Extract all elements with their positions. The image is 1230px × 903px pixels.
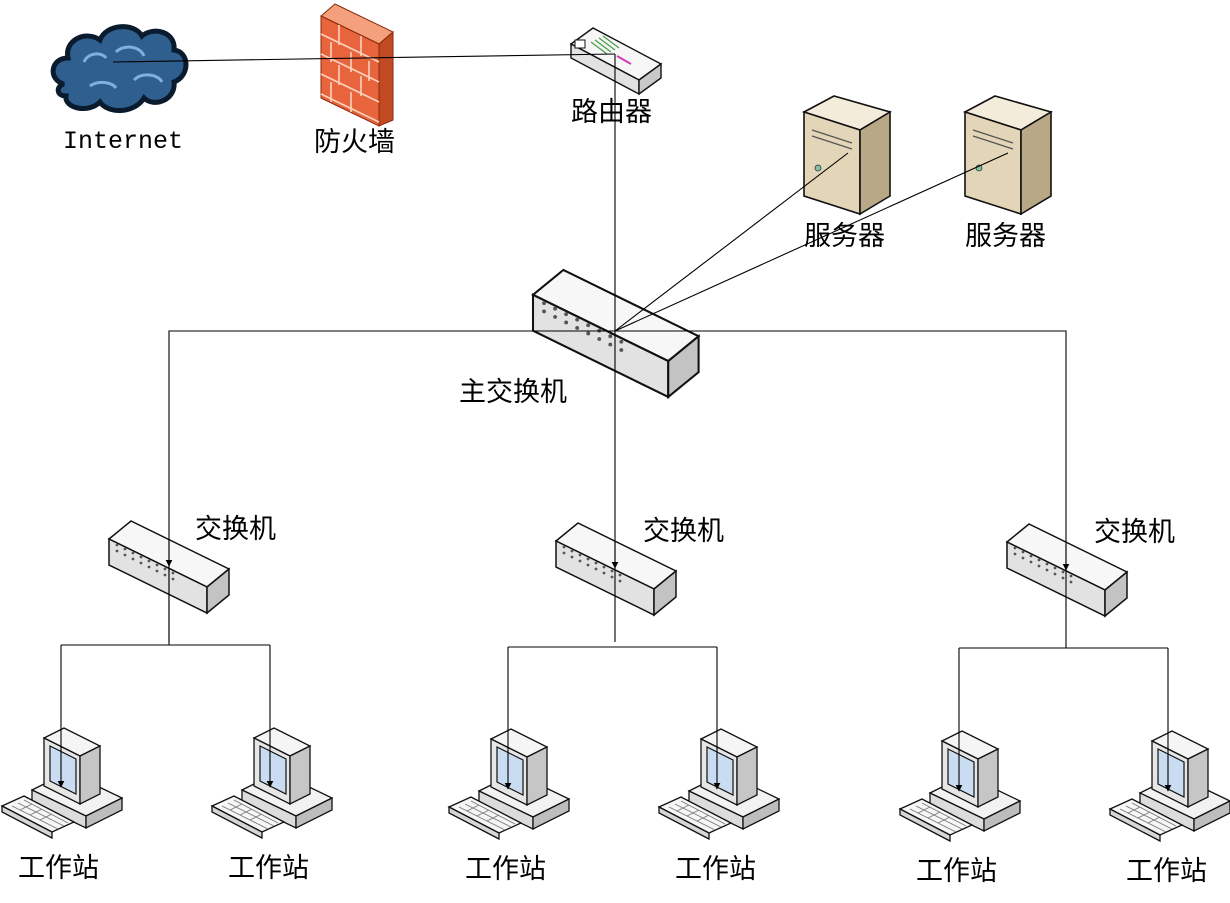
router-label: 路由器 xyxy=(571,97,652,128)
workstation-label: 工作站 xyxy=(18,853,99,884)
server-label: 服务器 xyxy=(965,221,1046,252)
workstation-icon xyxy=(448,728,570,840)
cloud-icon xyxy=(53,27,186,111)
workstation-icon xyxy=(1,727,123,839)
link-internet-router xyxy=(112,53,616,63)
server-icon xyxy=(964,95,1052,215)
workstation-icon xyxy=(1109,730,1230,842)
workstation-label: 工作站 xyxy=(1126,856,1207,887)
router-icon xyxy=(570,27,662,95)
main-distribution-bus xyxy=(168,330,1067,648)
workstation-icon xyxy=(899,730,1021,842)
firewall-label: 防火墙 xyxy=(314,127,395,158)
main-switch-label: 主交换机 xyxy=(459,377,567,408)
switch-label: 交换机 xyxy=(195,514,276,545)
connections xyxy=(57,53,1172,792)
workstation-label: 工作站 xyxy=(228,853,309,884)
link-main-switch-server-1 xyxy=(614,152,849,332)
workstation-label: 工作站 xyxy=(465,854,546,885)
workstation-icon xyxy=(211,727,333,839)
internet-label: Internet xyxy=(63,127,184,156)
switch-label: 交换机 xyxy=(643,516,724,547)
firewall-icon xyxy=(320,3,394,127)
workstation-icon xyxy=(658,728,780,840)
server-label: 服务器 xyxy=(804,221,885,252)
server-icon xyxy=(803,95,891,215)
workstation-label: 工作站 xyxy=(675,854,756,885)
link-main-switch-server-2 xyxy=(614,152,1009,332)
workstation-label: 工作站 xyxy=(916,856,997,887)
switch-label: 交换机 xyxy=(1094,517,1175,548)
link-switch-left-bus xyxy=(61,560,270,646)
